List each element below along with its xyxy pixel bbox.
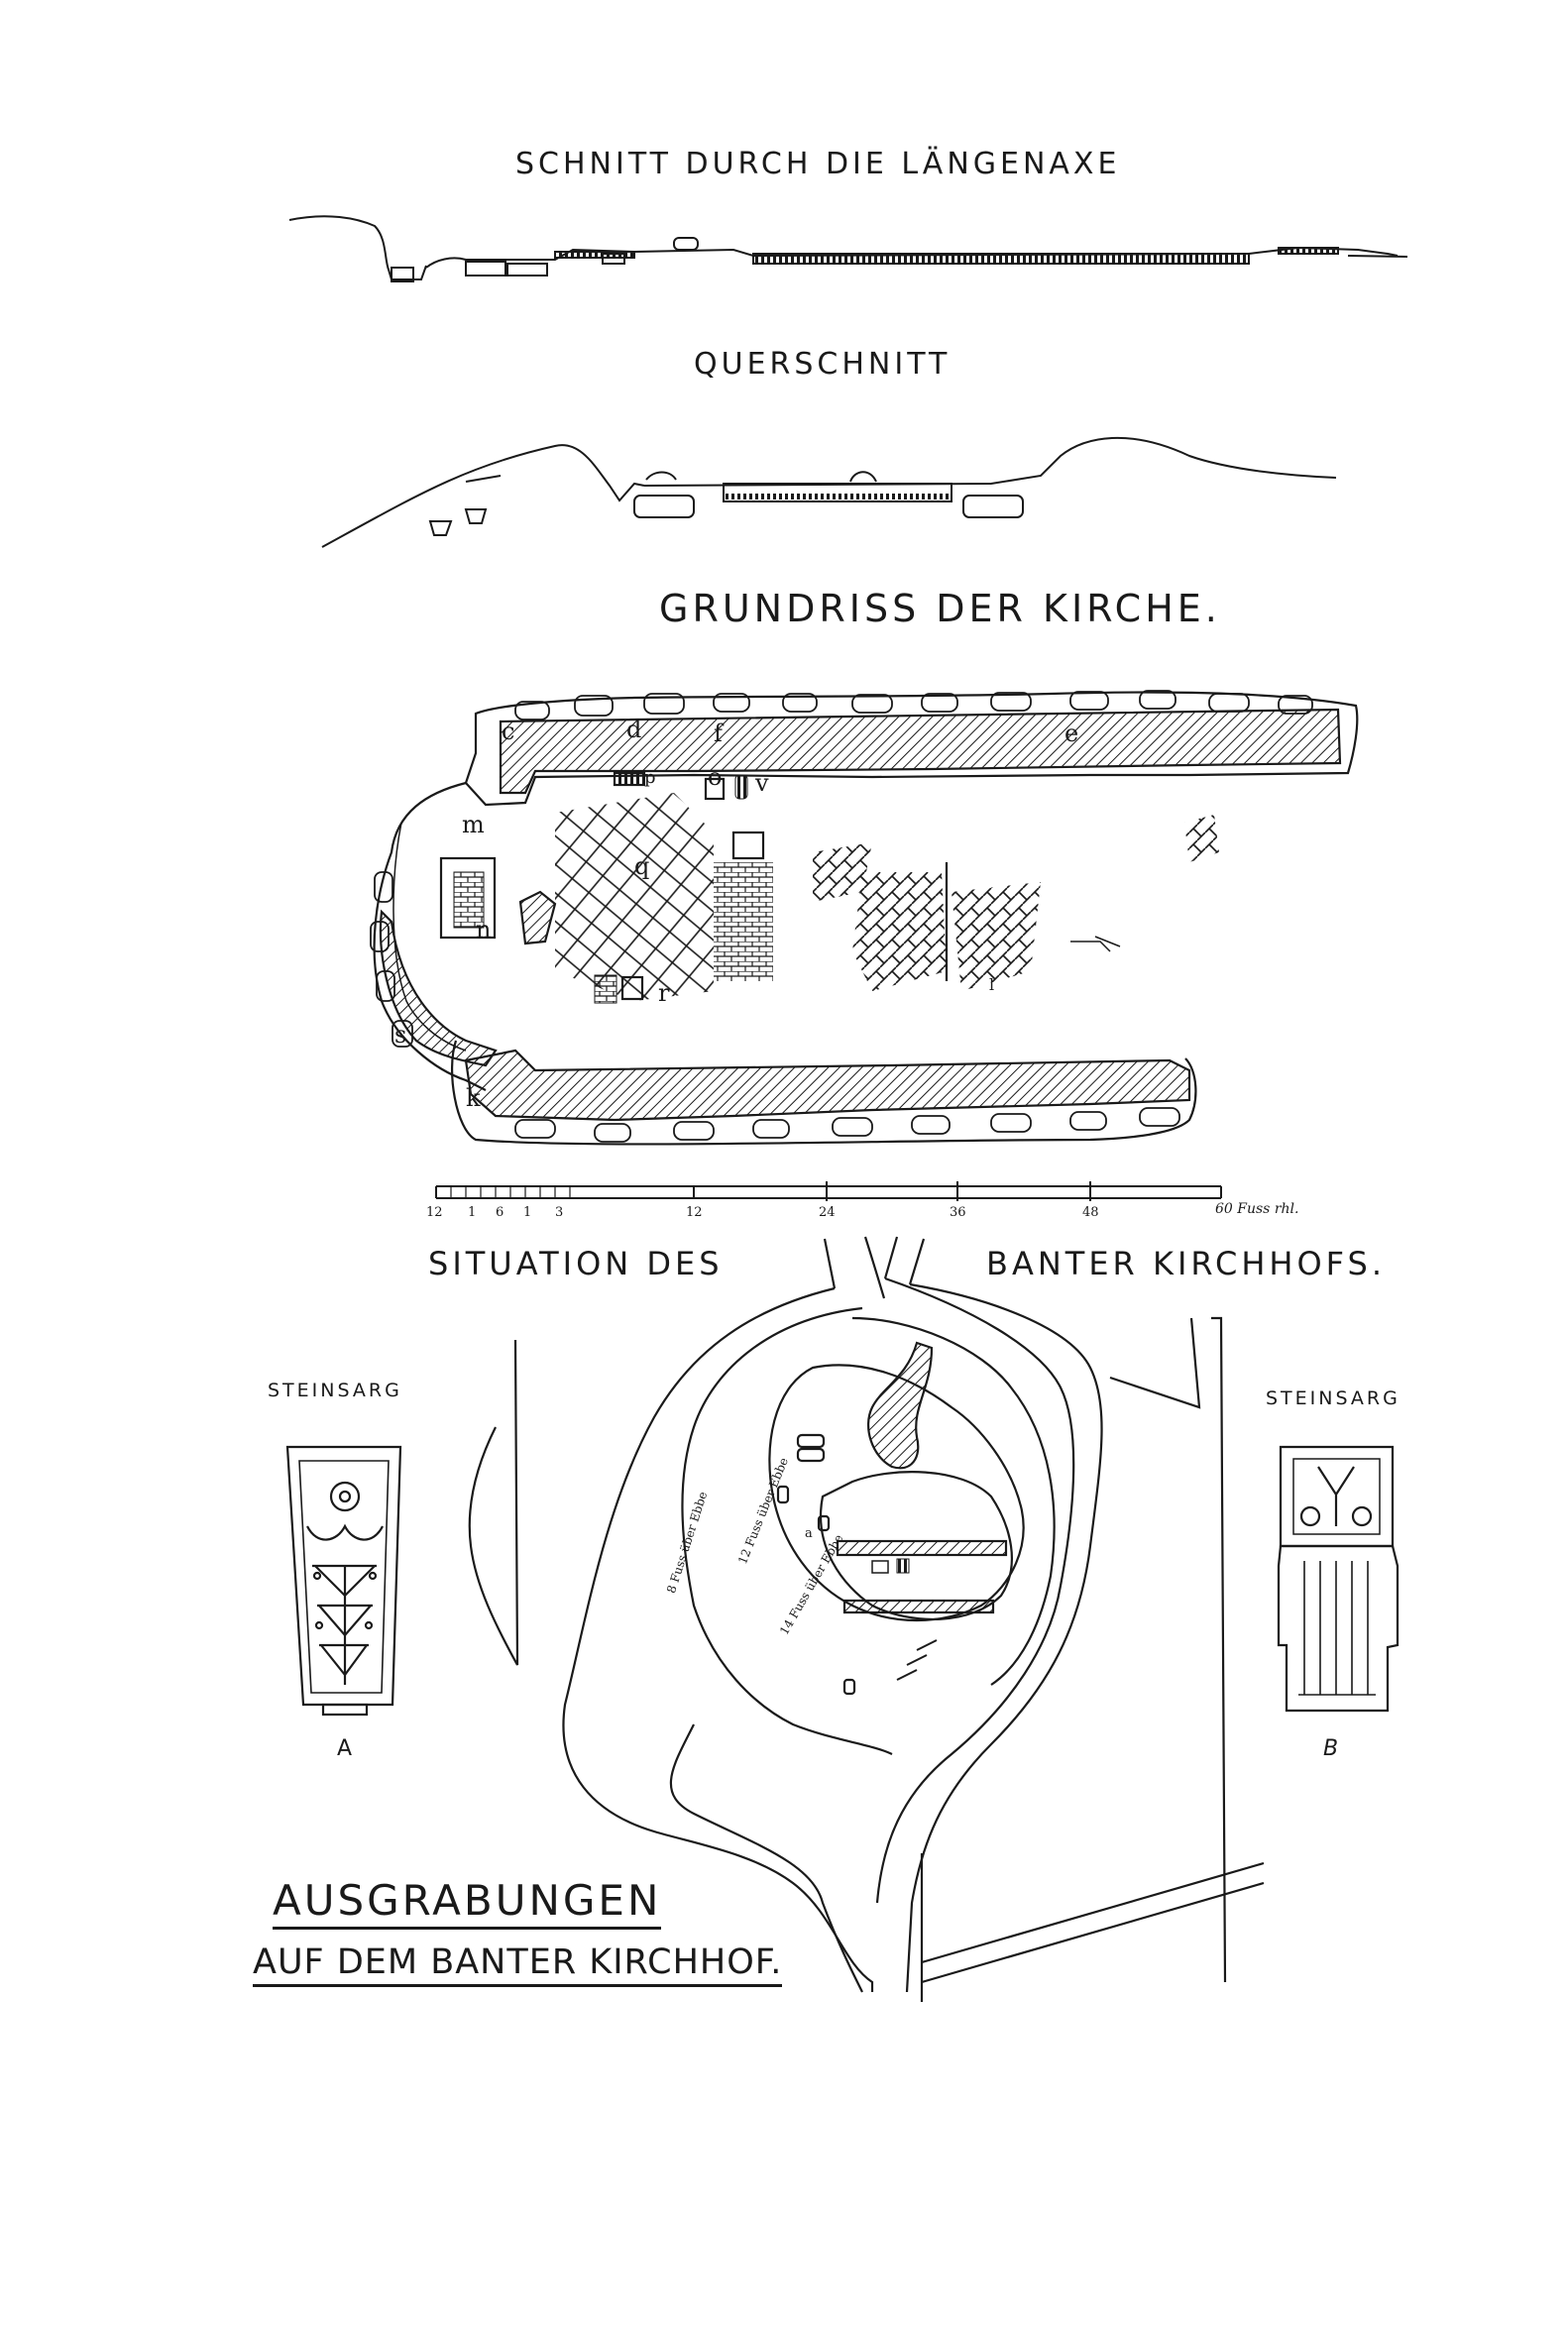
- coffin-a-title: STEINSARG: [268, 1380, 402, 1401]
- coffin-b-title: STEINSARG: [1266, 1387, 1400, 1409]
- situation-title-left: SITUATION DES: [428, 1245, 724, 1282]
- scale-tick-label: 36: [950, 1205, 966, 1220]
- scale-tick-label: 12: [686, 1205, 703, 1220]
- scale-tick-label: 1: [468, 1205, 477, 1220]
- scale-tick-label: 24: [819, 1205, 836, 1220]
- plan-label-s: s: [394, 1021, 407, 1049]
- caption-line-2: AUF DEM BANTER KIRCHHOF.: [253, 1942, 783, 1987]
- site-label-a: a: [805, 1526, 813, 1541]
- plan-label-k: k: [466, 1084, 481, 1112]
- coffin-b-drawing: [1277, 1445, 1400, 1713]
- plan-label-l: l: [989, 975, 995, 994]
- scale-tick-label: 3: [555, 1205, 564, 1220]
- scale-tick-label: 1: [523, 1205, 532, 1220]
- plan-label-n: n: [476, 916, 492, 943]
- scale-tick-label: 6: [496, 1205, 504, 1220]
- plan-label-c: c: [502, 718, 515, 745]
- cross-section-title: QUERSCHNITT: [694, 347, 952, 382]
- situation-title-right: BANTER KIRCHHOFS.: [986, 1245, 1386, 1282]
- longitudinal-section: [288, 215, 1408, 282]
- church-ground-plan: [370, 690, 1359, 1146]
- scale-tick-label: 12: [426, 1205, 443, 1220]
- plan-label-o: o: [708, 763, 723, 791]
- cross-section: [321, 437, 1337, 548]
- plan-label-e: e: [1064, 720, 1079, 747]
- plan-label-r: r: [658, 979, 670, 1007]
- site-situation-map: [468, 1236, 1265, 2002]
- caption-line-1: AUSGRABUNGEN: [273, 1876, 662, 1930]
- scale-unit: 60 Fuss rhl.: [1215, 1201, 1299, 1217]
- plan-label-m: m: [462, 811, 485, 838]
- plan-label-f: f: [714, 720, 723, 747]
- scale-bar: [435, 1181, 1222, 1201]
- plan-label-d: d: [626, 716, 642, 743]
- coffin-b-letter: B: [1323, 1736, 1339, 1761]
- plan-label-v: v: [755, 769, 769, 797]
- coffin-a-drawing: [285, 1445, 402, 1717]
- plan-label-q: q: [634, 852, 650, 880]
- plan-label-p: p: [644, 767, 656, 788]
- longitudinal-section-title: SCHNITT DURCH DIE LÄNGENAXE: [515, 147, 1121, 181]
- scale-tick-label: 48: [1082, 1205, 1099, 1220]
- plan-title: GRUNDRISS DER KIRCHE.: [659, 587, 1221, 630]
- coffin-a-letter: A: [337, 1736, 353, 1761]
